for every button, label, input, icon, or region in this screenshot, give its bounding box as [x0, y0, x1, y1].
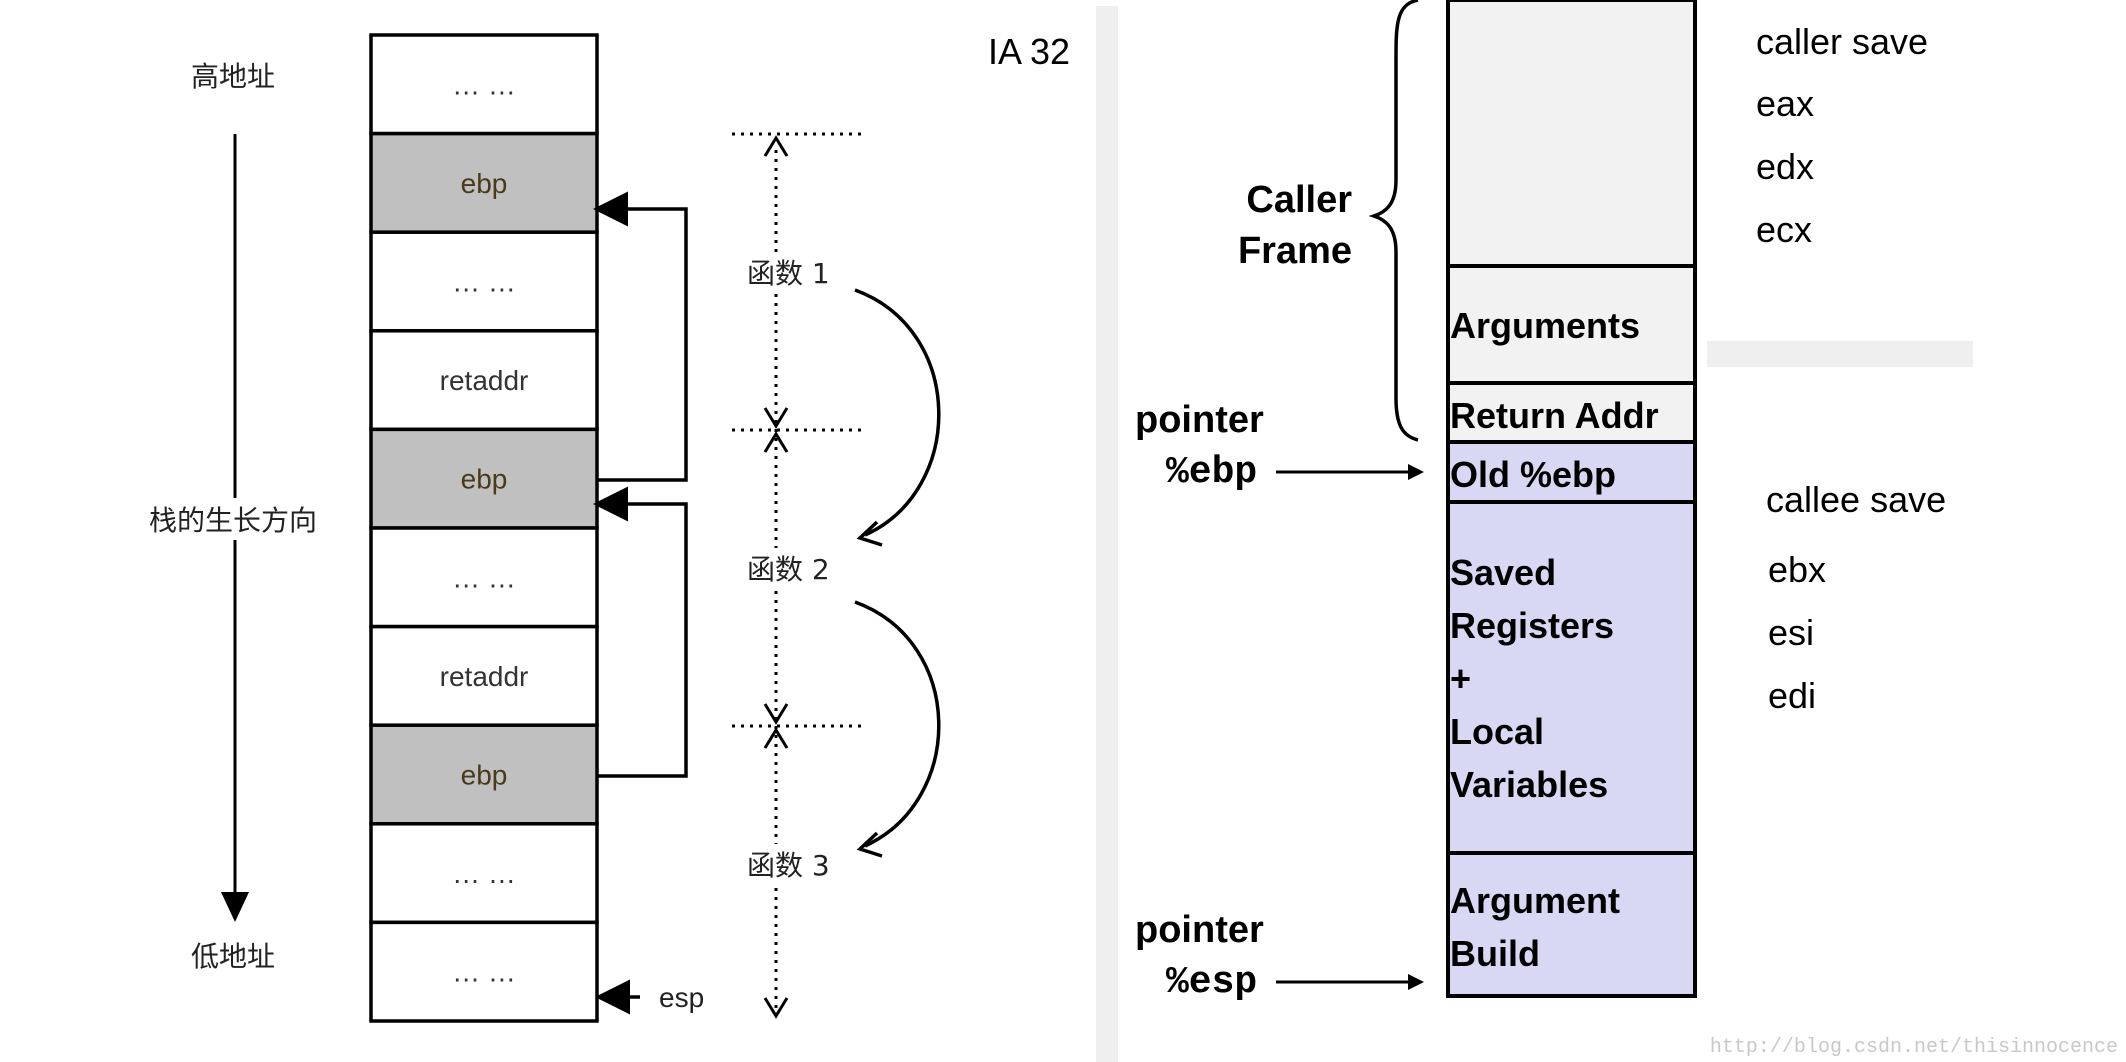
callee-save-register: esi — [1768, 612, 1814, 653]
argument-build-label-line: Argument — [1450, 880, 1620, 921]
caller-save-register: ecx — [1756, 209, 1812, 250]
high-address-label: 高地址 — [191, 60, 275, 93]
stack-cell-label: ebp — [461, 168, 508, 199]
panel-divider — [1096, 6, 1118, 1062]
stack-cell-label: … … — [452, 957, 516, 988]
arguments-block — [1446, 264, 1697, 385]
function-label-bg — [740, 252, 840, 292]
return-addr-block — [1446, 381, 1697, 444]
call-arc-arrow — [854, 288, 941, 537]
caller-frame-brace — [1368, 0, 1419, 442]
stack-cell-label: ebp — [461, 760, 508, 791]
argument-build-block — [1446, 851, 1697, 998]
arrowhead-icon — [1408, 464, 1424, 480]
stack-cell-label: retaddr — [440, 365, 529, 396]
saved-registers-label-line: Variables — [1450, 764, 1608, 805]
stack-cell-label: … … — [452, 562, 516, 593]
esp-pointer-label: pointer — [1135, 909, 1264, 951]
ia32-stack-panel: IA 32 高地址 低地址 栈的生长方向 … … ebp … … retaddr ebp… — [140, 31, 1070, 1023]
arrowhead-icon — [856, 520, 883, 547]
arrowhead-icon — [763, 703, 789, 725]
frame-extent-arrowheads — [763, 135, 789, 1019]
saved-registers-label-line: Local — [1450, 711, 1544, 752]
call-arc-arrow — [854, 600, 941, 848]
function-1-label: 函数 1 — [747, 257, 830, 290]
return-addr-label: Return Addr — [1450, 395, 1659, 436]
stack-cell-label: … … — [452, 69, 516, 100]
callee-save-title: callee save — [1766, 479, 1946, 520]
growth-direction-label: 栈的生长方向 — [149, 504, 317, 537]
function-2-label: 函数 2 — [747, 553, 830, 586]
function-3-label: 函数 3 — [747, 849, 830, 882]
caller-save-register: eax — [1756, 83, 1814, 124]
callee-save-register: edi — [1768, 675, 1816, 716]
argument-build-label-line: Build — [1450, 933, 1540, 974]
watermark: http://blog.csdn.net/thisinnocence — [1710, 1036, 2118, 1059]
x86-frame-panel: Arguments Return Addr Old %ebp Saved Reg… — [1135, 0, 1973, 1004]
stack-cell — [369, 329, 599, 432]
stack-cell — [369, 822, 599, 925]
saved-ebp-link-arrow — [593, 191, 688, 482]
function-label-bg — [740, 844, 840, 884]
arrowhead-icon — [1408, 974, 1424, 990]
caller-save-title: caller save — [1756, 21, 1928, 62]
saved-registers-label-line: Registers — [1450, 605, 1614, 646]
caller-save-register: edx — [1756, 146, 1814, 187]
esp-register-label: %esp — [1166, 961, 1257, 1004]
callee-save-register: ebx — [1768, 549, 1826, 590]
saved-registers-label-line: Saved — [1450, 552, 1556, 593]
arguments-label: Arguments — [1450, 305, 1640, 346]
arrowhead-icon — [763, 135, 789, 157]
stack-cell-label: … … — [452, 267, 516, 298]
esp-label: esp — [659, 982, 704, 1013]
stack-cell — [369, 33, 599, 136]
panel-title: IA 32 — [988, 31, 1070, 72]
caller-frame-label-line: Frame — [1238, 230, 1352, 272]
saved-ebp-link-arrow — [593, 486, 688, 778]
old-ebp-block — [1446, 440, 1697, 504]
stack-cells: … … ebp … … retaddr ebp … … retaddr ebp … … … … — [369, 33, 599, 1023]
stack-cell — [369, 230, 599, 333]
frame-extent-markers — [732, 132, 862, 1010]
arrowhead-icon — [763, 431, 789, 453]
old-ebp-label: Old %ebp — [1450, 454, 1616, 495]
function-label-bg — [740, 548, 840, 588]
ebp-pointer-label: pointer — [1135, 399, 1264, 441]
stack-cell — [369, 624, 599, 727]
arrowhead-icon — [763, 997, 789, 1019]
stack-cell-label: retaddr — [440, 661, 529, 692]
stack-cell — [369, 526, 599, 629]
saved-registers-label-line: + — [1450, 658, 1471, 699]
ebp-register-label: %ebp — [1166, 451, 1257, 494]
caller-frame-label-line: Caller — [1246, 179, 1352, 221]
arrowhead-icon — [856, 831, 883, 858]
caller-frame-block — [1446, 0, 1697, 268]
arrowhead-icon — [763, 407, 789, 429]
stack-cell — [369, 920, 599, 1023]
growth-label-bg — [140, 498, 330, 540]
saved-registers-block — [1446, 500, 1697, 855]
growth-direction-arrowhead — [221, 892, 249, 922]
stack-cell-label: ebp — [461, 464, 508, 495]
low-address-label: 低地址 — [191, 940, 275, 973]
highlight-bar — [1707, 341, 1973, 367]
stack-cell-label: … … — [452, 858, 516, 889]
arrowhead-icon — [763, 727, 789, 749]
